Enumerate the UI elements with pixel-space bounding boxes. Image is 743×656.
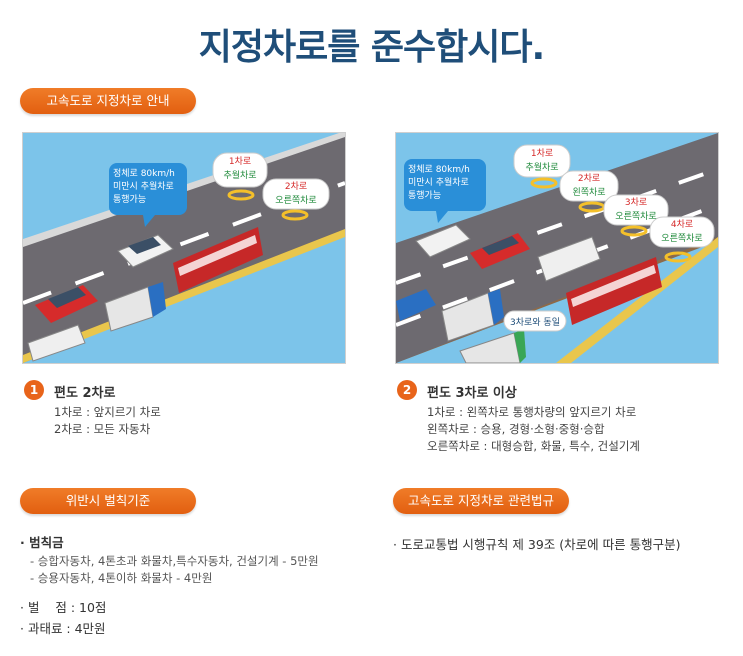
illustration-two-lanes: 정체로 80km/h 미만시 추월차로 통행가능 1차로 추월차로 2차로 오른…	[22, 132, 346, 364]
case-line: 1차로 : 왼쪽차로 통행차량의 앞지르기 차로	[427, 405, 637, 419]
lane-note: 3차로와 동일	[510, 318, 560, 328]
penalty-points: · 벌 점 : 10점	[20, 600, 107, 615]
bubble-line: 정체로 80km/h	[408, 165, 470, 175]
truck	[104, 282, 166, 332]
car-red	[470, 233, 530, 269]
case-line: 오른쪽차로 : 대형승합, 화물, 특수, 건설기계	[427, 439, 640, 453]
lane-note-bubble	[503, 310, 567, 332]
lane-bubble-1	[513, 144, 571, 189]
case-line: 2차로 : 모든 자동차	[54, 422, 151, 436]
lane-bubble-1	[212, 152, 268, 201]
lane-bubble-2	[262, 178, 330, 221]
case-line: 왼쪽차로 : 승용, 경형·소형·중형·승합	[427, 422, 605, 436]
lane-bubble-4	[649, 216, 715, 263]
lane-bubble-3	[603, 194, 669, 237]
illustration-three-lanes: 정체로 80km/h 미만시 추월차로 통행가능 1차로 추월차로 2차로 왼쪽…	[395, 132, 719, 364]
bus-red	[566, 257, 662, 325]
car-red	[35, 285, 98, 323]
lane-label-2: 2차로	[577, 174, 601, 184]
page-title: 지정차로를 준수합시다.	[198, 27, 545, 68]
van-white	[537, 236, 601, 282]
bubble-line: 정체로 80km/h	[113, 169, 175, 179]
section-label-guide: 고속도로 지정차로 안내	[20, 88, 196, 114]
bubble-line: 통행가능	[408, 191, 442, 201]
fine-line-2: - 승용자동차, 4톤이하 화물차 - 4만원	[30, 571, 213, 585]
lane-role-1: 추월차로	[223, 171, 257, 181]
lane-label-1: 1차로	[530, 149, 554, 159]
bubble-line: 미만시 추월차로	[113, 182, 174, 192]
case-desc-2: 1차로 : 왼쪽차로 통행차량의 앞지르기 차로 왼쪽차로 : 승용, 경형·소…	[427, 404, 640, 455]
case-number-2: 2	[397, 380, 417, 400]
lane-label-4: 4차로	[670, 220, 694, 230]
car-white	[415, 224, 471, 258]
lane-role-4: 오른쪽차로	[661, 234, 703, 244]
bubble-line: 통행가능	[113, 195, 147, 205]
section-label-penalty: 위반시 벌칙기준	[20, 488, 196, 514]
car-white	[117, 234, 174, 268]
lane-label-3: 3차로	[624, 198, 648, 208]
bus-red	[173, 227, 263, 293]
case-desc-1: 1차로 : 앞지르기 차로 2차로 : 모든 자동차	[54, 404, 161, 438]
law-reference: · 도로교통법 시행규칙 제 39조 (차로에 따른 통행구분)	[393, 537, 681, 552]
van	[27, 324, 86, 362]
lane-role-2: 오른쪽차로	[275, 196, 317, 206]
lane-label-1: 1차로	[228, 157, 252, 167]
case-number-1: 1	[24, 380, 44, 400]
fine-line-1: - 승합자동차, 4톤초과 화물차,특수자동차, 건설기계 - 5만원	[30, 554, 319, 568]
truck-green	[459, 329, 526, 363]
case-title-1: 편도 2차로	[54, 386, 116, 401]
lane-role-3: 오른쪽차로	[615, 212, 657, 222]
lane-role-2: 왼쪽차로	[572, 188, 606, 198]
car-blue	[396, 289, 436, 321]
section-label-law: 고속도로 지정차로 관련법규	[393, 488, 569, 514]
case-line: 1차로 : 앞지르기 차로	[54, 405, 161, 419]
lane-label-2: 2차로	[284, 182, 308, 192]
bubble-line: 미만시 추월차로	[408, 178, 469, 188]
fine-label: · 범칙금	[20, 535, 64, 550]
case-title-2: 편도 3차로 이상	[427, 386, 517, 401]
truck	[441, 289, 504, 342]
lane-role-1: 추월차로	[525, 163, 559, 173]
surcharge: · 과태료 : 4만원	[20, 621, 106, 636]
info-bubble	[404, 159, 486, 223]
info-bubble	[109, 163, 187, 227]
